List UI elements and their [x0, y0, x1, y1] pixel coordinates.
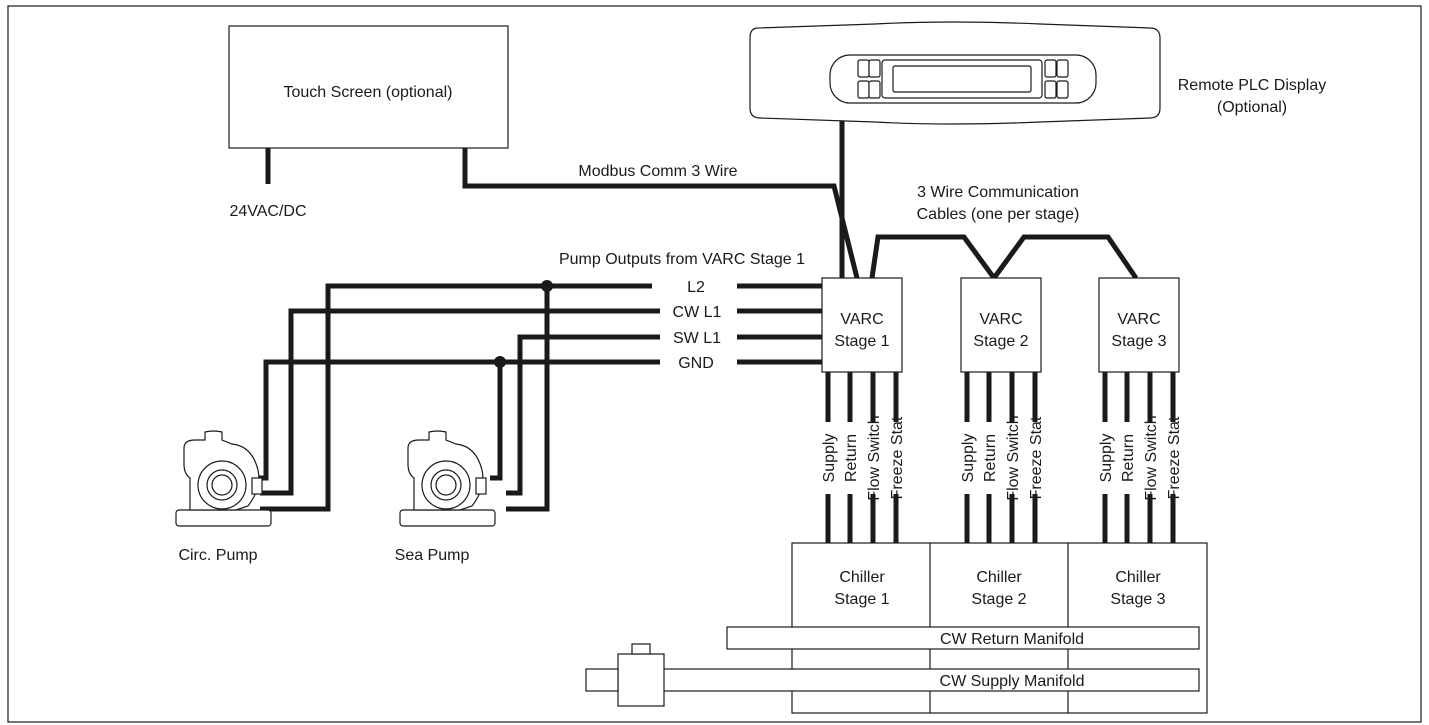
- wire-l2-left: [260, 283, 652, 512]
- varc-label-line1: VARC: [840, 311, 883, 328]
- wire-gnd-sea: [490, 362, 503, 481]
- modbus-wire-path: [462, 148, 860, 279]
- wire-label-gnd: GND: [678, 355, 714, 372]
- junction-dot: [541, 280, 553, 292]
- touch-screen-box: [228, 25, 509, 149]
- manifold-fitting-cap: [631, 643, 651, 655]
- wire-label-l2: L2: [687, 279, 705, 296]
- sensor-label-return: Return: [982, 434, 999, 482]
- circ-pump: Circ. Pump: [175, 430, 272, 564]
- remote-display-glass: [892, 65, 1032, 93]
- supply-manifold: [662, 668, 1200, 692]
- display-button: [857, 80, 870, 99]
- manifolds: CW Return Manifold CW Supply Manifold: [585, 626, 1200, 707]
- manifold-inlet: [585, 668, 619, 692]
- display-button: [868, 80, 881, 99]
- comm-cable-path: [869, 234, 1139, 283]
- sensor-label-return: Return: [1120, 434, 1137, 482]
- varc-stage-1: VARC Stage 1: [821, 277, 903, 373]
- modbus-wire: Modbus Comm 3 Wire: [462, 148, 860, 279]
- chiller-stage-3-line2: Stage 3: [1110, 591, 1165, 608]
- sea-pump-label: Sea Pump: [395, 547, 470, 564]
- sensor-label-flow-switch: Flow Switch: [1005, 415, 1022, 500]
- remote-plc-display: Remote PLC Display (Optional): [749, 21, 1327, 278]
- pump-outlet: [475, 477, 487, 495]
- power-label: 24VAC/DC: [229, 203, 306, 220]
- chiller-stage-1-line2: Stage 1: [834, 591, 889, 608]
- comm-cables: 3 Wire Communication Cables (one per sta…: [869, 184, 1139, 283]
- chiller-stage-3-line1: Chiller: [1115, 569, 1161, 586]
- sensor-label-supply: Supply: [1098, 434, 1115, 483]
- varc-label-line2: Stage 2: [973, 333, 1028, 350]
- wire-label-swl1: SW L1: [673, 330, 721, 347]
- display-button: [1056, 59, 1069, 78]
- sensor-label-freeze-stat: Freeze Stat: [889, 416, 906, 499]
- comm-cables-label-line1: 3 Wire Communication: [917, 184, 1079, 201]
- sea-pump: Sea Pump: [395, 430, 496, 564]
- wire-cwl1-left: [260, 308, 660, 496]
- varc-box: [1098, 277, 1180, 373]
- touch-screen: Touch Screen (optional) 24VAC/DC: [228, 25, 509, 220]
- modbus-label: Modbus Comm 3 Wire: [578, 163, 737, 180]
- chiller-stage-1-line1: Chiller: [839, 569, 885, 586]
- pump-base: [399, 509, 496, 527]
- pump-hub: [435, 474, 457, 496]
- varc-label-line2: Stage 1: [834, 333, 889, 350]
- wire-swl1-left: [506, 334, 660, 496]
- touch-screen-label: Touch Screen (optional): [284, 84, 453, 101]
- chiller-stage-2-line1: Chiller: [976, 569, 1022, 586]
- remote-display-screen: [881, 59, 1043, 99]
- varc-stage-3: VARC Stage 3: [1098, 277, 1180, 373]
- sensor-label-flow-switch: Flow Switch: [1143, 415, 1160, 500]
- sensor-labels: Supply Return Flow Switch Freeze Stat Su…: [818, 415, 1183, 501]
- diagram-frame: [7, 5, 1422, 723]
- junction-dot: [494, 356, 506, 368]
- varc-box: [960, 277, 1042, 373]
- sensor-label-freeze-stat: Freeze Stat: [1166, 416, 1183, 499]
- varc-box: [821, 277, 903, 373]
- manifold-fitting: [617, 653, 665, 707]
- display-button: [1044, 59, 1057, 78]
- sensor-label-supply: Supply: [821, 434, 838, 483]
- supply-manifold-label: CW Supply Manifold: [940, 673, 1085, 690]
- sensor-label-supply: Supply: [960, 434, 977, 483]
- pump-impeller: [206, 469, 238, 501]
- varc-label-line1: VARC: [979, 311, 1022, 328]
- circ-pump-label: Circ. Pump: [178, 547, 257, 564]
- sensor-label-return: Return: [843, 434, 860, 482]
- sensor-label-freeze-stat: Freeze Stat: [1028, 416, 1045, 499]
- sensor-label-flow-switch: Flow Switch: [866, 415, 883, 500]
- remote-display-label-line1: Remote PLC Display: [1178, 77, 1327, 94]
- pump-base: [175, 509, 272, 527]
- comm-cables-label-line2: Cables (one per stage): [917, 206, 1080, 223]
- remote-display-label-line2: (Optional): [1217, 99, 1287, 116]
- varc-label-line1: VARC: [1117, 311, 1160, 328]
- pump-outlet: [251, 477, 263, 495]
- wire-l2-sea: [506, 286, 550, 512]
- display-button: [857, 59, 870, 78]
- varc-stage-2: VARC Stage 2: [960, 277, 1042, 373]
- pump-impeller: [430, 469, 462, 501]
- pump-hub: [211, 474, 233, 496]
- varc-label-line2: Stage 3: [1111, 333, 1166, 350]
- display-button: [1044, 80, 1057, 99]
- pump-outputs: Pump Outputs from VARC Stage 1 L2 CW L1 …: [250, 251, 822, 512]
- chiller-stage-2-line2: Stage 2: [971, 591, 1026, 608]
- display-button: [1056, 80, 1069, 99]
- pump-outputs-title: Pump Outputs from VARC Stage 1: [559, 251, 805, 268]
- return-manifold: [726, 626, 1200, 650]
- display-button: [868, 59, 881, 78]
- return-manifold-label: CW Return Manifold: [940, 631, 1084, 648]
- wire-label-cwl1: CW L1: [673, 304, 722, 321]
